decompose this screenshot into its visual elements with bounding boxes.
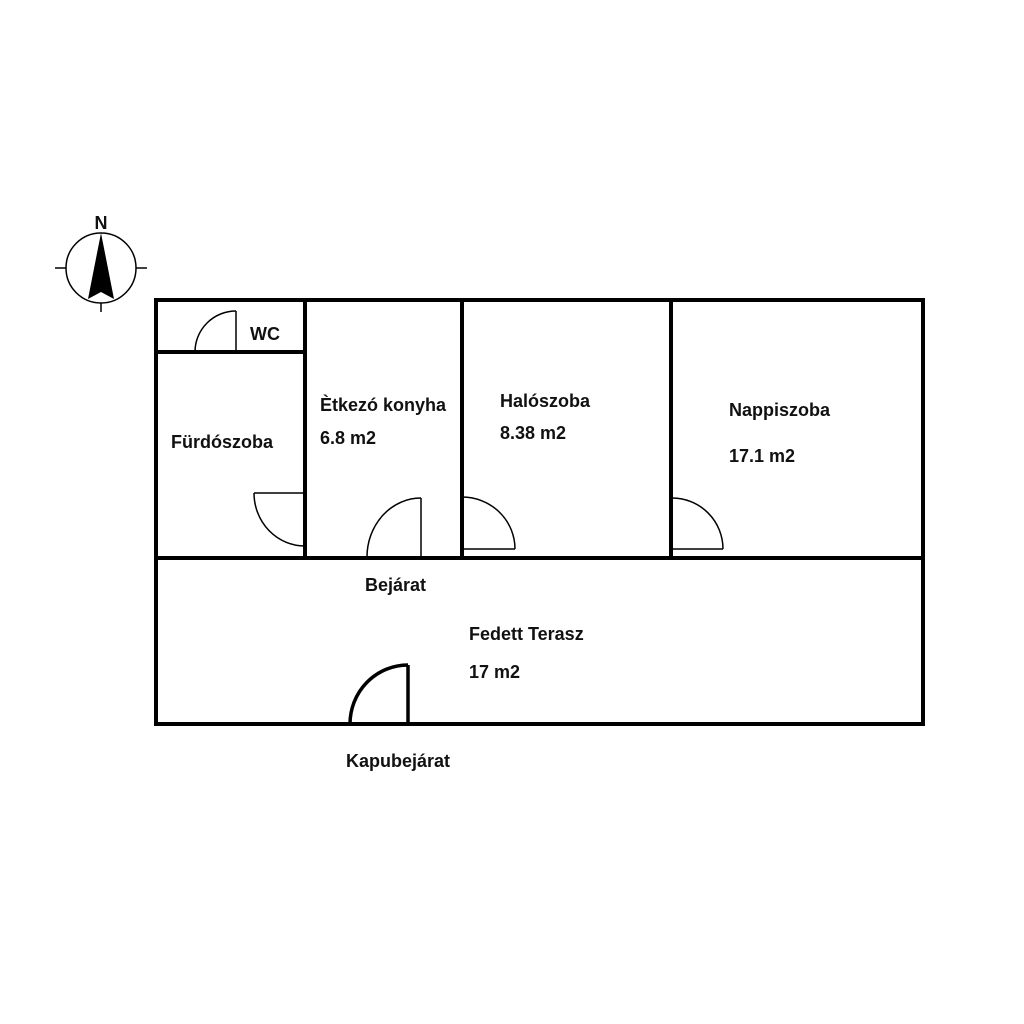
bathroom-door [253,492,306,547]
gate-entrance-label: Kapubejárat [346,751,450,771]
gate-door [348,663,410,725]
kitchen-area: 6.8 m2 [320,428,376,448]
bedroom-area: 8.38 m2 [500,423,566,443]
bedroom-label: Halószoba [500,391,591,411]
living-room-area: 17.1 m2 [729,446,795,466]
bathroom-label: Fürdószoba [171,432,274,452]
wc-door [194,310,237,353]
kitchen-label: Ètkezó konyha [320,394,447,415]
living-room-door [671,497,724,550]
living-room-label: Nappiszoba [729,400,831,420]
walls [154,298,925,726]
north-compass-icon: N [55,213,147,312]
bedroom-door [461,496,516,550]
compass-north-label: N [95,213,108,233]
entrance-label: Bejárat [365,575,426,595]
terrace-label: Fedett Terasz [469,624,584,644]
wc-label: WC [250,324,280,344]
terrace-area: 17 m2 [469,662,520,682]
kitchen-door [366,497,422,558]
